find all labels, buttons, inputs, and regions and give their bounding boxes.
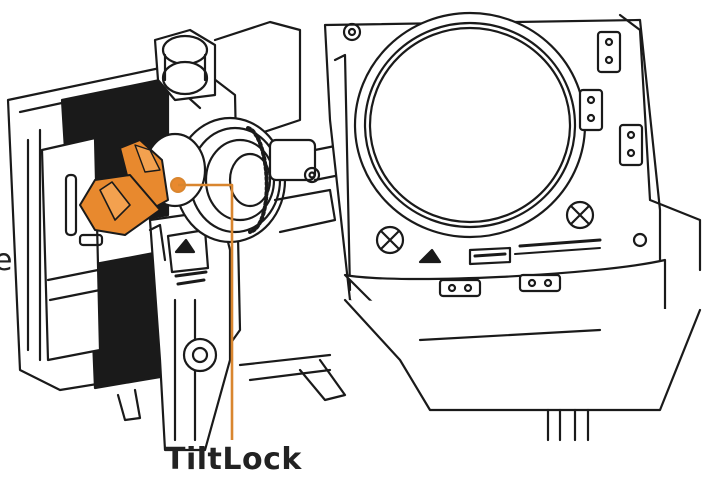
cropped-side-label: e [0,243,13,278]
front-bezel [343,238,702,412]
barn-door-hinges [578,13,702,272]
tiltlock-lever [79,139,186,236]
tiltlock-callout-label: TiltLock [165,442,302,477]
stand [116,353,590,442]
head-screws [375,200,648,255]
yoke-arm [148,208,232,452]
side-panel [40,136,104,362]
yoke-axle [268,138,342,234]
lens [353,11,587,239]
top-mount [153,20,302,142]
callout-line [178,183,234,440]
